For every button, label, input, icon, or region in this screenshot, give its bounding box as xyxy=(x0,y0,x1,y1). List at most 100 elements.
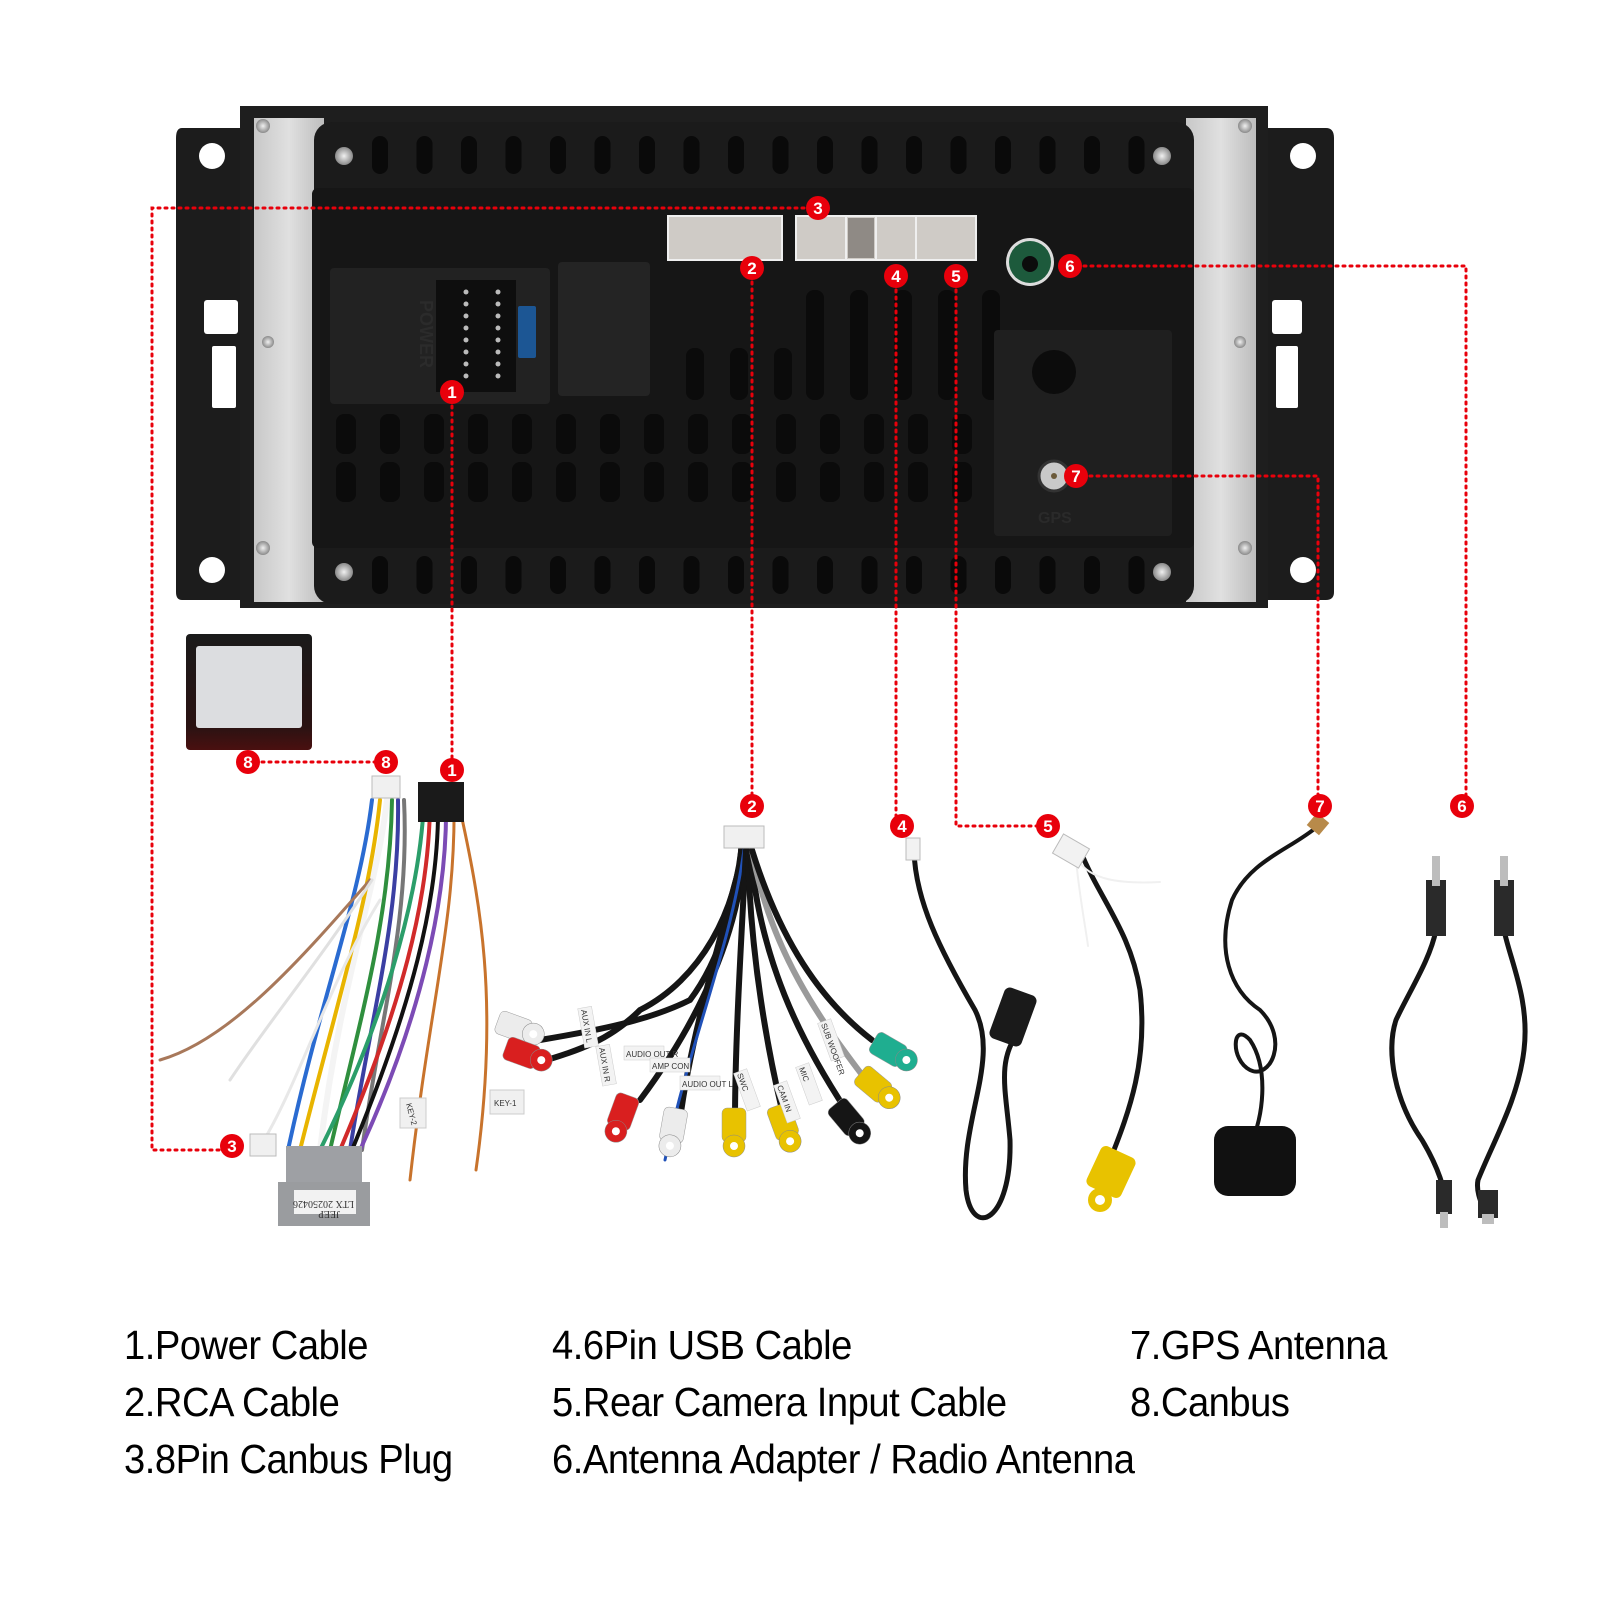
svg-text:7: 7 xyxy=(1315,797,1324,816)
svg-text:AUDIO OUT R: AUDIO OUT R xyxy=(626,1050,679,1059)
usb-cable xyxy=(911,847,1023,1221)
pin xyxy=(463,313,469,319)
legend-item-5: 5.Rear Camera Input Cable xyxy=(552,1379,1007,1425)
pin xyxy=(463,337,469,343)
callout-badge-6: 6 xyxy=(1450,794,1474,818)
screw xyxy=(335,147,353,165)
vent-slot xyxy=(372,556,388,594)
gps-antenna-cable xyxy=(1223,824,1320,1142)
screw xyxy=(335,563,353,581)
vent-slot xyxy=(938,290,956,400)
callout-badge-7: 7 xyxy=(1308,794,1332,818)
svg-text:AUDIO OUT L: AUDIO OUT L xyxy=(682,1080,734,1089)
rca-jack xyxy=(604,1092,640,1143)
svg-text:3: 3 xyxy=(813,199,822,218)
vent-slot xyxy=(776,414,796,454)
vent-slot xyxy=(550,136,566,174)
vent-slot xyxy=(772,556,789,594)
callout-badge-3: 3 xyxy=(220,1134,244,1158)
screw xyxy=(1234,336,1246,348)
rca-cable-tag: AUX IN L xyxy=(577,1006,599,1049)
vent-slot xyxy=(732,462,752,502)
vent-slot xyxy=(594,556,611,594)
screw xyxy=(256,119,270,133)
vent-slot xyxy=(864,414,884,454)
legend-item-7: 7.GPS Antenna xyxy=(1130,1322,1387,1368)
svg-text:AMP CON: AMP CON xyxy=(652,1062,689,1071)
gps-antenna-puck xyxy=(1214,1126,1296,1196)
pin xyxy=(495,349,501,355)
antenna-end-right xyxy=(1478,1190,1498,1224)
power-harness xyxy=(158,787,489,1182)
svg-text:3: 3 xyxy=(227,1137,236,1156)
vent-slot xyxy=(416,136,433,174)
harness-main-plug: LTX 20250426 JEEP xyxy=(278,1146,370,1226)
screw xyxy=(1238,541,1252,555)
svg-text:8: 8 xyxy=(243,753,252,772)
vent-slot xyxy=(336,462,356,502)
vent-slot xyxy=(688,414,708,454)
callout-badge-5: 5 xyxy=(944,264,968,288)
camera-connector xyxy=(1051,833,1091,869)
pin xyxy=(495,361,501,367)
vent-slot xyxy=(556,414,576,454)
legend-item-6: 6.Antenna Adapter / Radio Antenna xyxy=(552,1436,1135,1482)
vent-slot xyxy=(600,414,620,454)
gps-hole xyxy=(1032,350,1076,394)
vent-slot xyxy=(728,136,744,174)
callout-badge-6: 6 xyxy=(1058,254,1082,278)
canbus-plug xyxy=(249,1133,277,1157)
vent-slot xyxy=(906,136,922,174)
vent-slot xyxy=(995,136,1011,174)
antenna-plug-right xyxy=(1494,856,1514,936)
vent-slot xyxy=(600,462,620,502)
connector-rca xyxy=(667,215,783,261)
legend-item-8: 8.Canbus xyxy=(1130,1379,1290,1425)
svg-text:KEY-1: KEY-1 xyxy=(494,1099,517,1108)
camera-cable xyxy=(1075,847,1161,1163)
vent-slot xyxy=(468,462,488,502)
pin xyxy=(463,301,469,307)
pin xyxy=(495,313,501,319)
vent-slot xyxy=(864,462,884,502)
leader-line-7 xyxy=(1074,474,1320,808)
svg-text:1: 1 xyxy=(447,761,456,780)
vent-slot xyxy=(505,556,522,594)
antenna-end-left xyxy=(1436,1180,1452,1228)
svg-text:8: 8 xyxy=(381,753,390,772)
callout-badge-2: 2 xyxy=(740,794,764,818)
rca-cable xyxy=(537,837,875,1162)
pin xyxy=(463,361,469,367)
vent-slot xyxy=(730,348,748,400)
vent-slot xyxy=(861,136,878,174)
gps-antenna-connector xyxy=(1306,812,1330,836)
screw xyxy=(1153,147,1171,165)
leader-line-6 xyxy=(1068,264,1468,808)
fuse xyxy=(518,306,536,358)
bracket-slot xyxy=(1276,346,1298,408)
vent-slot xyxy=(688,462,708,502)
vent-slot xyxy=(817,556,833,594)
mount-hole xyxy=(1290,143,1316,169)
svg-text:4: 4 xyxy=(897,817,907,836)
callout-badge-1: 1 xyxy=(440,380,464,404)
metal-plate-right xyxy=(1186,118,1256,602)
vent-slot xyxy=(861,556,878,594)
svg-text:5: 5 xyxy=(1043,817,1052,836)
bottom-vents xyxy=(372,556,1145,594)
vent-slot xyxy=(817,136,833,174)
svg-text:5: 5 xyxy=(951,267,960,286)
gps-port-label: GPS xyxy=(1038,510,1072,527)
vent-slot xyxy=(908,414,928,454)
key-tag-2: KEY-2 xyxy=(399,1097,427,1129)
legend-item-2: 2.RCA Cable xyxy=(124,1379,340,1425)
vent-slot xyxy=(774,348,792,400)
vent-slot xyxy=(424,414,444,454)
vent-slot xyxy=(1039,136,1056,174)
pin xyxy=(463,373,469,379)
vent-slot xyxy=(512,462,532,502)
usb-6pin-connector xyxy=(905,837,921,861)
radio-antenna-adapter xyxy=(1389,927,1528,1213)
vent-slot xyxy=(683,136,700,174)
